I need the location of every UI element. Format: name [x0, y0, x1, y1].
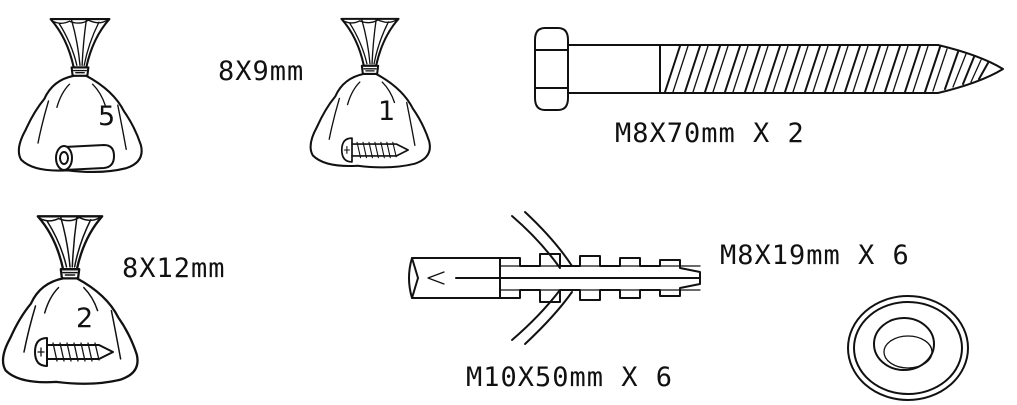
- lag-bolt-icon: [534, 27, 1004, 111]
- wall-anchor-icon: [408, 211, 701, 345]
- bag-screw-large-size: 8X12mm: [122, 253, 226, 284]
- bag-screw-large: 8X12mm 2: [1, 215, 226, 385]
- lag-bolt: M8X70mm X 2: [534, 27, 1004, 149]
- wall-anchor-label: M10X50mm X 6: [466, 362, 673, 393]
- washer-icon: [847, 295, 969, 401]
- bag-spacers-count: 5: [98, 101, 115, 132]
- washer: M8X19mm X 6: [720, 240, 969, 401]
- screw-icon: [340, 137, 409, 163]
- lag-bolt-threads: [664, 45, 989, 93]
- bag-screw-small-count: 1: [378, 96, 395, 127]
- bag-spacers: 5: [17, 18, 143, 174]
- screw-icon: [34, 337, 114, 367]
- bag-screw-small: 8X9mm 1: [218, 17, 431, 169]
- bag-screw-large-count: 2: [76, 303, 93, 334]
- spacer-tube-icon: [55, 144, 115, 171]
- lag-bolt-label: M8X70mm X 2: [615, 118, 805, 149]
- bag-screw-small-size: 8X9mm: [218, 56, 304, 87]
- wall-anchor: M10X50mm X 6: [408, 211, 701, 393]
- washer-label: M8X19mm X 6: [720, 240, 910, 271]
